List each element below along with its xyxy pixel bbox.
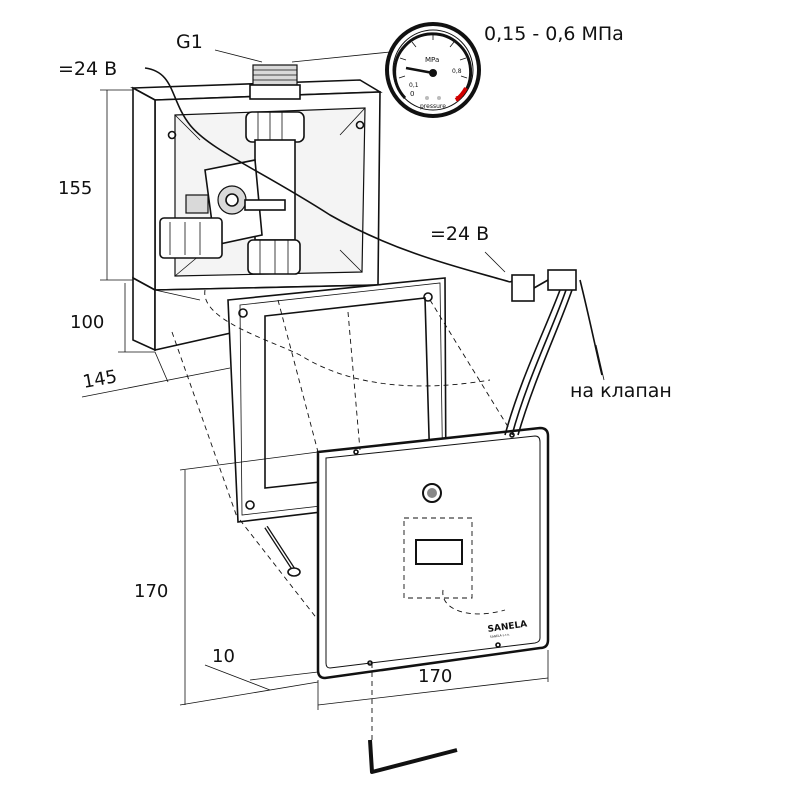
gauge-zero: 0	[410, 90, 414, 98]
brand-subtitle: SANELA s.r.o.	[490, 632, 510, 639]
fixing-screw	[264, 525, 301, 577]
to-valve-label: на клапан	[570, 380, 672, 402]
hex-key	[368, 739, 458, 774]
pressure-range-label: 0,15 - 0,6 МПа	[484, 23, 624, 45]
valve-wire-bundle	[504, 279, 603, 436]
dim-panel-width: 170	[418, 666, 452, 687]
dimension-lines	[81, 49, 605, 710]
sensor-window	[403, 517, 473, 599]
gauge-one: 1	[455, 95, 459, 103]
dim-box-depth: 100	[70, 312, 104, 333]
dim-panel-height: 170	[134, 581, 168, 602]
pressure-gauge: MPa 0,1 0,8 0 1 pressure	[385, 22, 481, 118]
gauge-tick-high: 0,8	[452, 68, 462, 75]
solenoid-valve	[159, 64, 305, 275]
dim-panel-depth: 10	[212, 646, 235, 667]
voltage-label-connector: =24 В	[430, 223, 489, 245]
gauge-tick-low: 0,1	[409, 82, 419, 89]
assembly-lines	[171, 289, 511, 740]
connector	[511, 269, 577, 302]
dim-box-height: 155	[58, 178, 92, 199]
thread-label: G1	[176, 31, 203, 53]
gauge-unit: MPa	[425, 56, 439, 64]
gauge-caption: pressure	[420, 103, 446, 110]
front-cover-plate: SANELA SANELA s.r.o.	[316, 426, 550, 680]
voltage-label-top: =24 В	[58, 58, 117, 80]
dim-box-width: 145	[81, 366, 118, 393]
